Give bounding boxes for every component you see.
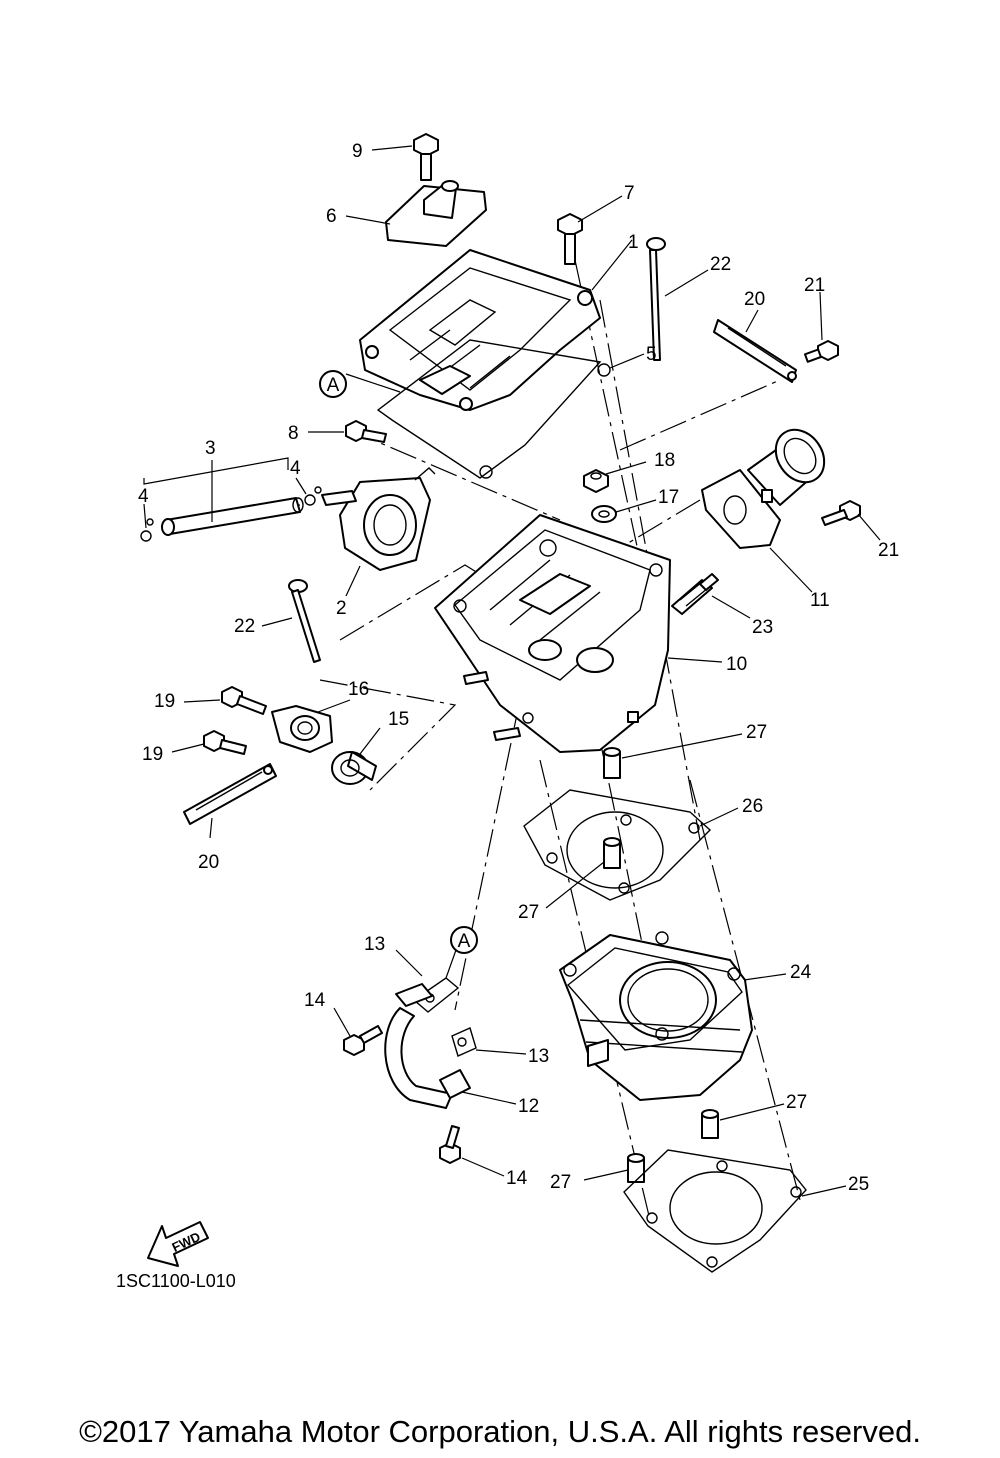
callout-12: 12 [518,1096,539,1117]
thermostat-cover [271,705,333,753]
head-gasket [523,789,712,901]
oil-pipe-bolts [343,1025,461,1164]
callout-20: 20 [198,852,219,873]
callout-27: 27 [518,902,539,923]
intake-joint [701,428,826,549]
stud-bolt-upper [646,237,666,361]
callout-13: 13 [528,1046,549,1067]
callout-1: 1 [628,232,639,253]
head-bolt-short [345,420,387,443]
callout-2: 2 [336,598,347,619]
callout-27: 27 [786,1092,807,1113]
bracket-left [183,763,277,825]
callout-25: 25 [848,1174,869,1195]
nut-and-washer [583,469,617,523]
callout-5: 5 [646,344,657,365]
svg-text:A: A [458,931,471,952]
callout-4: 4 [290,458,301,479]
callout-22: 22 [710,254,731,275]
breather-pipe [140,486,322,542]
thermostat-bolts [203,686,267,755]
callout-11: 11 [810,590,830,611]
thermostat [331,751,377,785]
stud-bolt-lower [288,579,321,663]
callout-3: 3 [205,438,216,459]
callout-21: 21 [804,275,825,296]
breather-cover [385,180,487,247]
callout-18: 18 [654,450,675,471]
leader-lines [143,145,881,1197]
callout-labels: 9 6 7 1 22 20 21 5 8 3 4 4 18 17 21 11 2… [138,141,899,1195]
spark-plug [671,573,719,615]
callout-15: 15 [388,709,409,730]
callout-16: 16 [348,679,369,700]
callout-4: 4 [138,486,149,507]
callout-10: 10 [726,654,747,675]
base-gasket [623,1149,807,1273]
callout-7: 7 [624,183,635,204]
callout-14: 14 [304,990,326,1011]
copyright-notice: ©2017 Yamaha Motor Corporation, U.S.A. A… [79,1414,921,1449]
callout-27: 27 [746,722,767,743]
callout-14: 14 [506,1168,528,1189]
callout-9: 9 [352,141,363,162]
breather-bolt [413,133,439,181]
bolt-upper-right [803,340,839,363]
svg-text:A: A [327,375,340,396]
callout-19: 19 [154,691,175,712]
cam-cover [321,467,436,571]
fwd-arrow-icon: FWD [147,1221,209,1267]
bracket-right [713,319,797,383]
callout-8: 8 [288,423,299,444]
callout-23: 23 [752,617,773,638]
cover-bolt [557,213,583,265]
reference-marker-a-lower: A [450,926,478,954]
dowel-pins [603,747,719,1183]
callout-21: 21 [878,540,899,561]
reference-marker-a-upper: A [319,370,347,398]
callout-13: 13 [364,934,385,955]
svg-text:FWD: FWD [170,1229,203,1255]
callout-17: 17 [658,487,679,508]
cylinder [559,931,753,1101]
diagram-code: 1SC1100-L010 [116,1271,236,1291]
callout-24: 24 [790,962,812,983]
callout-20: 20 [744,289,765,310]
callout-22: 22 [234,616,255,637]
cylinder-head-cover [359,249,601,411]
oil-pipe [384,977,477,1109]
callout-26: 26 [742,796,763,817]
bolt-right [821,500,861,526]
callout-27: 27 [550,1172,571,1193]
head-cover-gasket [376,339,611,479]
cylinder-head [434,514,671,753]
callout-6: 6 [326,206,337,227]
callout-19: 19 [142,744,163,765]
